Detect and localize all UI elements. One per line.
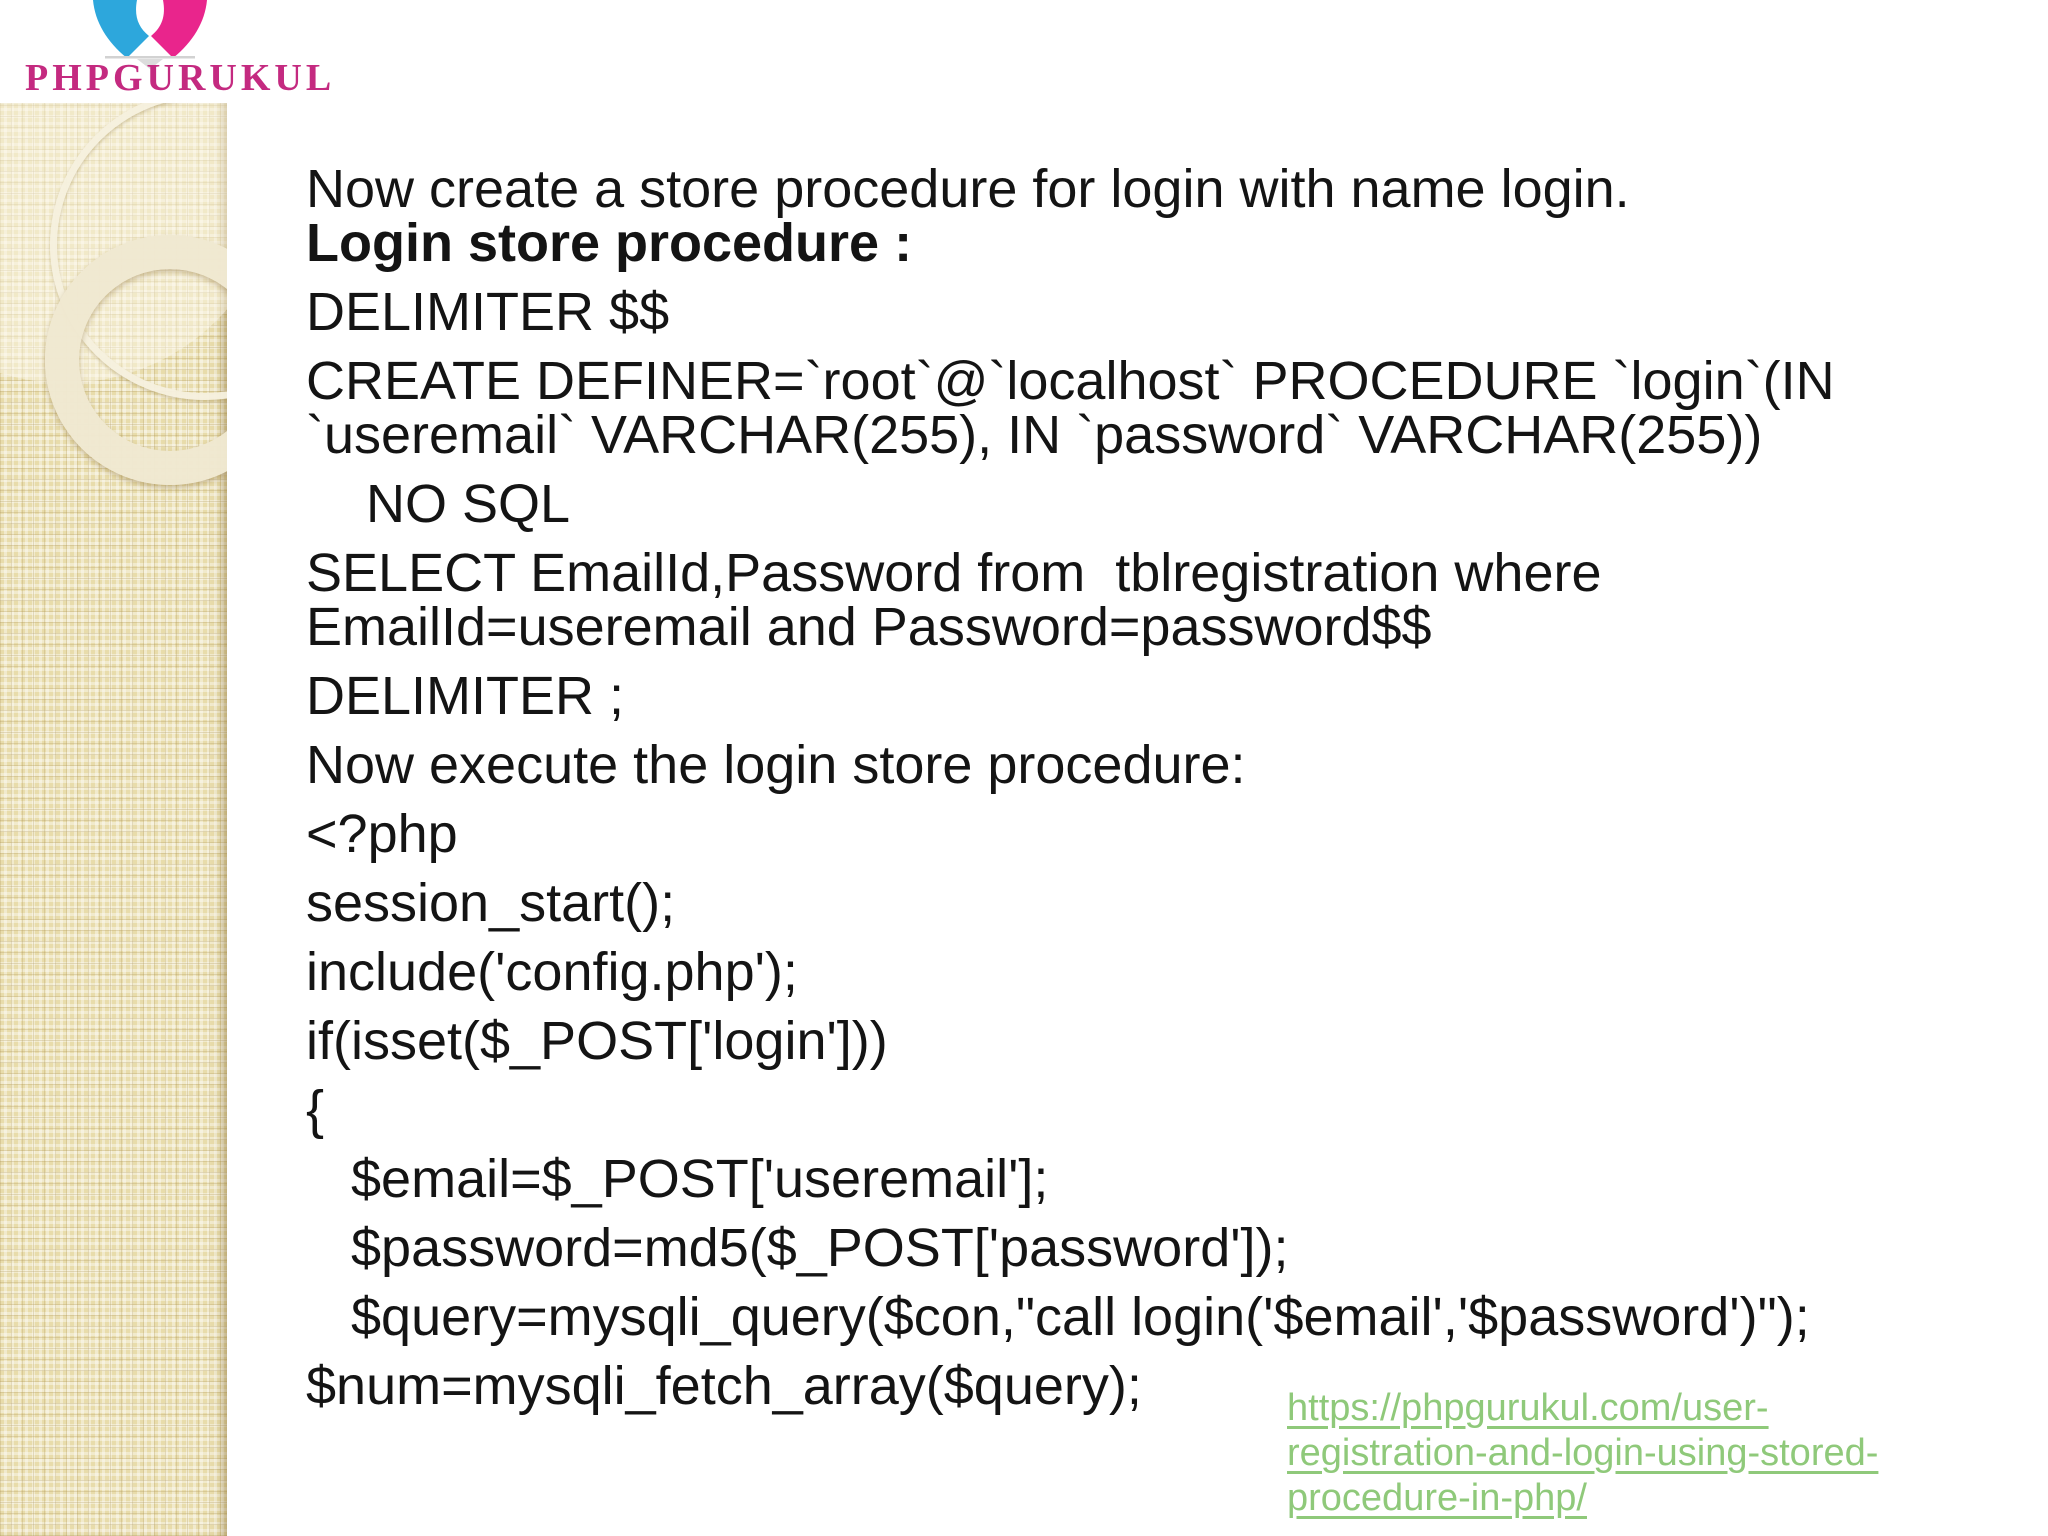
slide-line: if(isset($_POST['login'])): [306, 1011, 888, 1071]
slide-line: NO SQL: [306, 474, 571, 534]
reference-link-line[interactable]: registration-and-login-using-stored-: [1287, 1432, 1879, 1474]
slide-line: {: [306, 1080, 325, 1140]
reference-link[interactable]: https://phpgurukul.com/user- registratio…: [1287, 1386, 1887, 1521]
slide-line: $num=mysqli_fetch_array($query);: [306, 1356, 1142, 1416]
slide-line: <?php: [306, 804, 458, 864]
phpgurukul-logo: PHPGURUKUL: [0, 0, 336, 103]
slide-line: DELIMITER ;: [306, 666, 625, 726]
sidebar-texture: [0, 103, 227, 1536]
slide-line: Login store procedure :: [306, 213, 913, 273]
reference-link-line[interactable]: procedure-in-php/: [1287, 1477, 1587, 1519]
slide-line: SELECT EmailId,Password from tblregistra…: [306, 543, 1617, 657]
slide-line: $query=mysqli_query($con,"call login('$e…: [306, 1287, 1810, 1347]
slide-line: include('config.php');: [306, 942, 798, 1002]
slide-body: Now create a store procedure for login w…: [306, 162, 1906, 1413]
logo-wordmark: PHPGURUKUL: [25, 57, 336, 99]
slide-line: $password=md5($_POST['password']);: [306, 1218, 1289, 1278]
slide-line: CREATE DEFINER=`root`@`localhost` PROCED…: [306, 351, 1850, 465]
slide-line: DELIMITER $$: [306, 282, 670, 342]
slide-line: Now execute the login store procedure:: [306, 735, 1246, 795]
slide-line: $email=$_POST['useremail'];: [306, 1149, 1049, 1209]
phpgurukul-logo-icon: [93, 0, 207, 69]
reference-link-line[interactable]: https://phpgurukul.com/user-: [1287, 1387, 1769, 1429]
slide-line: session_start();: [306, 873, 676, 933]
slide-line: Now create a store procedure for login w…: [306, 159, 1630, 219]
